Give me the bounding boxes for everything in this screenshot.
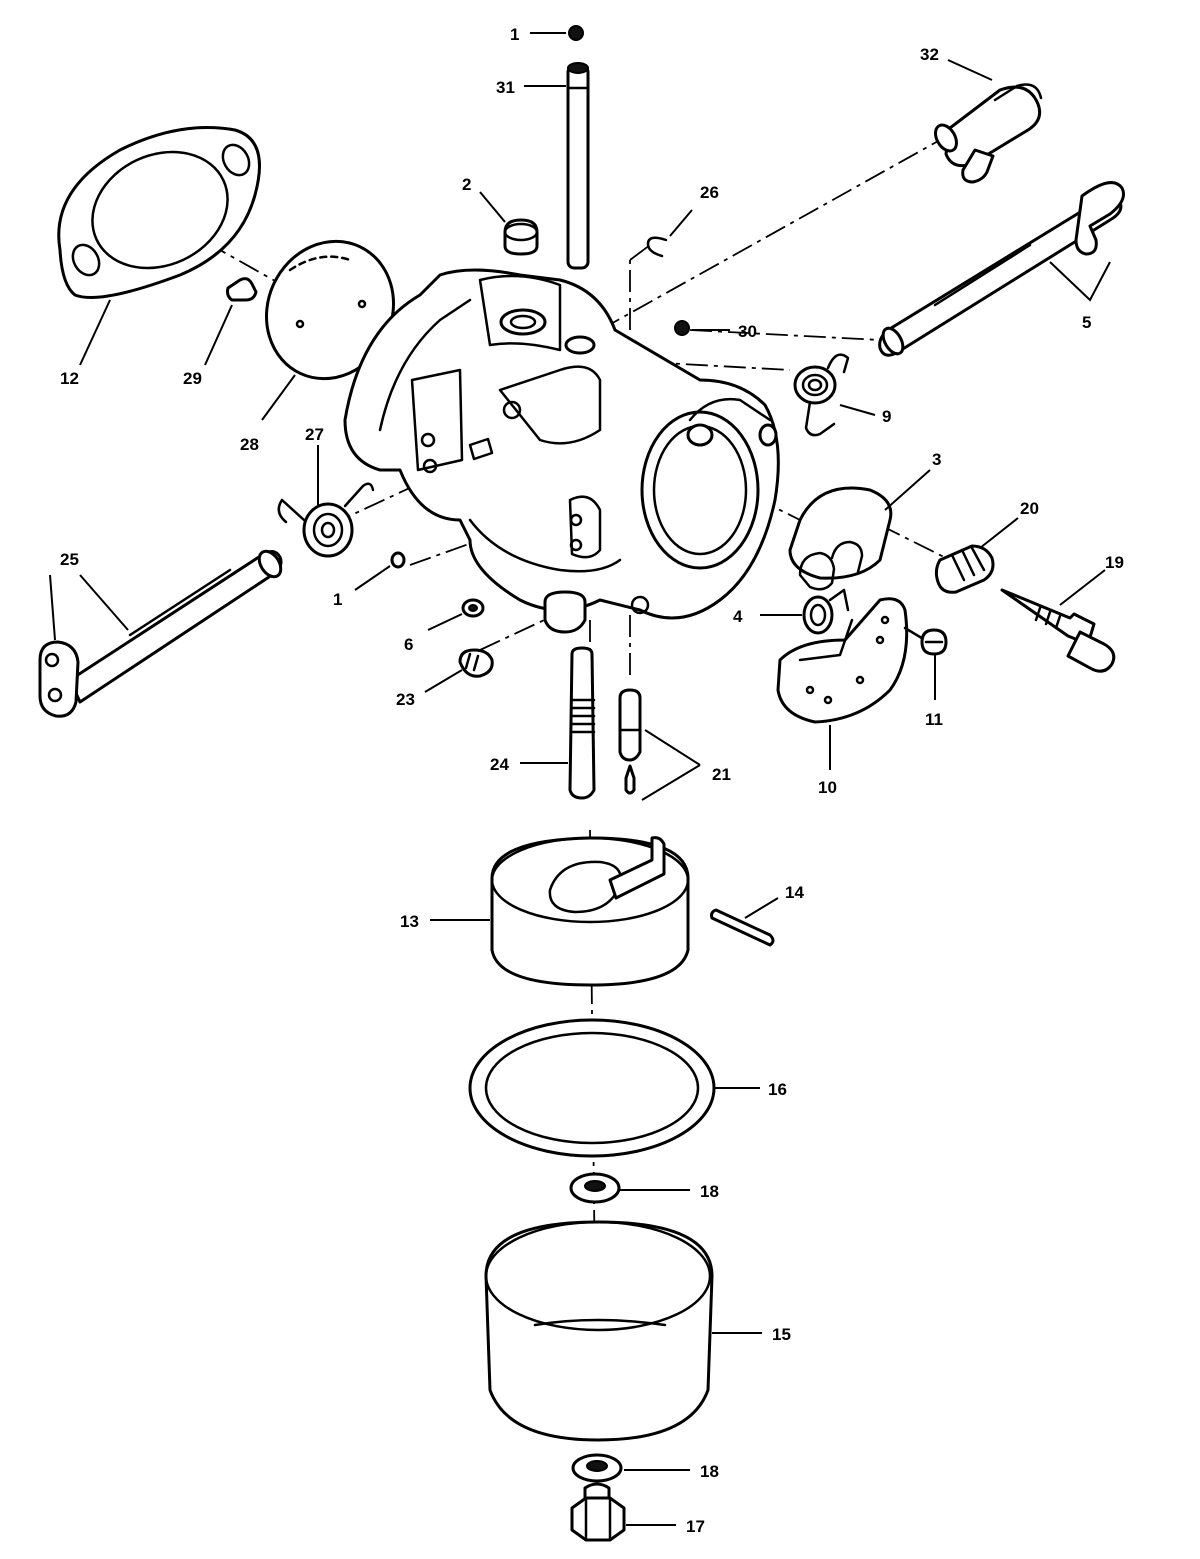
part-32-elbow-fitting: 32 <box>920 45 1043 184</box>
callout-25: 25 <box>60 550 79 569</box>
part-23-plug-screw: 23 <box>396 648 494 709</box>
callout-16: 16 <box>768 1080 787 1099</box>
callout-14: 14 <box>785 883 804 902</box>
callout-18-lower: 18 <box>700 1462 719 1481</box>
callout-5: 5 <box>1082 313 1091 332</box>
callout-11: 11 <box>925 710 943 729</box>
part-9-spring: 9 <box>793 353 891 437</box>
callout-23: 23 <box>396 690 415 709</box>
part-27-spring: 27 <box>277 425 375 558</box>
part-13-float: 13 <box>400 836 690 987</box>
part-18-washer-upper: 18 <box>569 1172 719 1204</box>
callout-15: 15 <box>772 1325 791 1344</box>
part-24-nozzle-tube: 24 <box>490 646 596 800</box>
callout-9: 9 <box>882 407 891 426</box>
part-21-seat-needle: 21 <box>618 688 731 801</box>
callout-30: 30 <box>738 322 757 341</box>
part-31-tube: 31 <box>496 62 590 270</box>
callout-28: 28 <box>240 435 259 454</box>
callout-20: 20 <box>1020 499 1039 518</box>
callout-19: 19 <box>1105 553 1124 572</box>
part-12-gasket: 12 <box>57 126 261 388</box>
callout-6: 6 <box>404 635 413 654</box>
part-30-screw: 30 <box>674 320 757 341</box>
part-6-ring: 6 <box>404 598 485 654</box>
callout-2: 2 <box>462 175 471 194</box>
callout-4: 4 <box>733 607 743 626</box>
part-17-bowl-nut: 17 <box>570 1482 705 1542</box>
callout-21: 21 <box>712 765 731 784</box>
part-3-choke-plate: 3 <box>788 450 941 591</box>
part-26-clip: 26 <box>646 183 719 258</box>
callout-29: 29 <box>183 369 202 388</box>
part-29-screw: 29 <box>183 277 258 388</box>
part-10-bracket: 10 <box>776 597 909 797</box>
callout-31: 31 <box>496 78 515 97</box>
callout-26: 26 <box>700 183 719 202</box>
part-1-plug-lower: 1 <box>333 551 406 609</box>
callout-18-upper: 18 <box>700 1182 719 1201</box>
callout-17: 17 <box>686 1517 705 1536</box>
part-19-needle-screw: 19 <box>1000 553 1124 673</box>
callout-12: 12 <box>60 369 79 388</box>
part-20-nut: 20 <box>934 499 1039 594</box>
callout-10: 10 <box>818 778 837 797</box>
part-4-spring: 4 <box>733 588 850 635</box>
part-1-cap-top: 1 <box>510 25 584 44</box>
part-25-choke-shaft: 25 <box>38 549 283 718</box>
callout-3: 3 <box>932 450 941 469</box>
callout-24: 24 <box>490 755 509 774</box>
part-18-washer-lower: 18 <box>571 1453 719 1483</box>
part-11-screw: 11 <box>903 626 948 729</box>
part-2-plug: 2 <box>462 175 539 256</box>
part-5-throttle-shaft: 5 <box>878 181 1125 357</box>
callout-13: 13 <box>400 912 419 931</box>
callout-32: 32 <box>920 45 939 64</box>
part-14-pin: 14 <box>710 883 804 947</box>
part-16-gasket-ring: 16 <box>468 1018 787 1158</box>
callout-1-lower: 1 <box>333 590 342 609</box>
part-15-float-bowl: 15 <box>484 1220 791 1442</box>
carburetor-body <box>343 268 780 634</box>
callout-1-top: 1 <box>510 25 519 44</box>
callout-27: 27 <box>305 425 324 444</box>
